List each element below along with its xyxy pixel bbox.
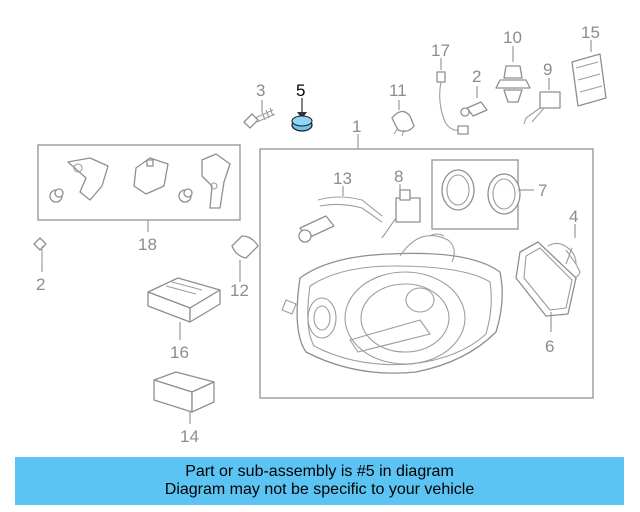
- callout-2-top: 2: [472, 67, 481, 86]
- callout-16: 16: [170, 343, 189, 362]
- callout-13: 13: [333, 169, 352, 188]
- callout-8: 8: [394, 167, 403, 186]
- part-18-brackets[interactable]: [49, 153, 231, 209]
- part-10-bulb[interactable]: [495, 46, 531, 103]
- callout-9: 9: [543, 60, 552, 79]
- part-2-top-bulb[interactable]: [460, 86, 488, 117]
- callout-7: 7: [538, 181, 547, 200]
- part-13-socket[interactable]: [298, 186, 383, 243]
- part-15-module[interactable]: [571, 40, 607, 107]
- banner-line-1: Part or sub-assembly is #5 in diagram: [185, 463, 454, 480]
- callout-3: 3: [256, 81, 265, 100]
- part-17-harness[interactable]: [436, 58, 469, 135]
- info-banner: Part or sub-assembly is #5 in diagram Di…: [15, 457, 624, 505]
- banner-line-2: Diagram may not be specific to your vehi…: [164, 481, 475, 498]
- part-8-bulb[interactable]: [381, 184, 421, 239]
- part-5-plug[interactable]: [291, 98, 313, 132]
- part-12-bulb[interactable]: [231, 235, 259, 282]
- part-2-left-screw[interactable]: [33, 237, 47, 272]
- callout-1: 1: [352, 117, 361, 136]
- callout-10: 10: [503, 28, 522, 47]
- part-9-bulb[interactable]: [523, 78, 561, 125]
- part-16-ballast[interactable]: [147, 277, 221, 340]
- part-6-cover[interactable]: [515, 241, 577, 332]
- callout-15: 15: [581, 23, 600, 42]
- headlamp-housing[interactable]: [281, 233, 503, 374]
- callout-17: 17: [431, 41, 450, 60]
- part-14-module[interactable]: [153, 371, 215, 424]
- part-11-bulb[interactable]: [391, 100, 415, 137]
- callout-4: 4: [569, 207, 578, 226]
- part-3-screw[interactable]: [243, 100, 276, 129]
- part-4-wire[interactable]: [547, 224, 581, 279]
- callout-14: 14: [180, 427, 199, 446]
- callout-18: 18: [138, 235, 157, 254]
- part-7-rings[interactable]: [441, 169, 534, 215]
- group-18-frame: [37, 144, 241, 221]
- callout-2-left: 2: [36, 275, 45, 294]
- assembly-1-frame: [259, 148, 594, 399]
- callout-12: 12: [230, 281, 249, 300]
- callout-5: 5: [296, 81, 305, 100]
- callout-6: 6: [545, 337, 554, 356]
- callout-11: 11: [389, 81, 407, 100]
